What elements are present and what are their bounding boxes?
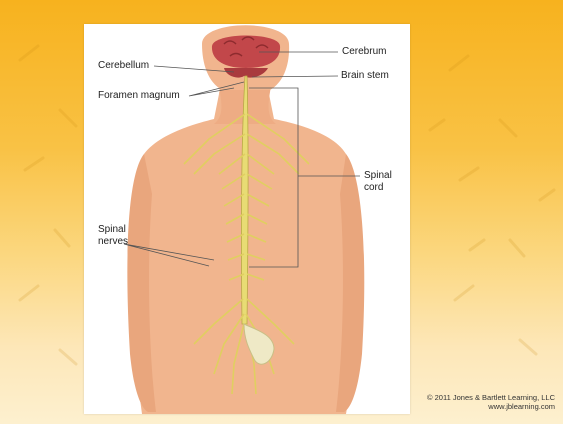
copyright-credit: © 2011 Jones & Bartlett Learning, LLC ww… (427, 393, 555, 411)
label-cerebellum: Cerebellum (98, 60, 149, 72)
label-cerebrum: Cerebrum (342, 46, 386, 58)
label-brain-stem: Brain stem (341, 70, 389, 82)
anatomy-figure-panel: Cerebrum Cerebellum Brain stem Foramen m… (84, 24, 410, 414)
website-line: www.jblearning.com (427, 402, 555, 411)
copyright-line: © 2011 Jones & Bartlett Learning, LLC (427, 393, 555, 402)
spinal-anatomy-illustration (84, 24, 410, 414)
label-spinal-cord: Spinal cord (364, 170, 392, 194)
label-foramen-magnum: Foramen magnum (98, 90, 180, 102)
label-spinal-nerves: Spinal nerves (98, 224, 128, 248)
